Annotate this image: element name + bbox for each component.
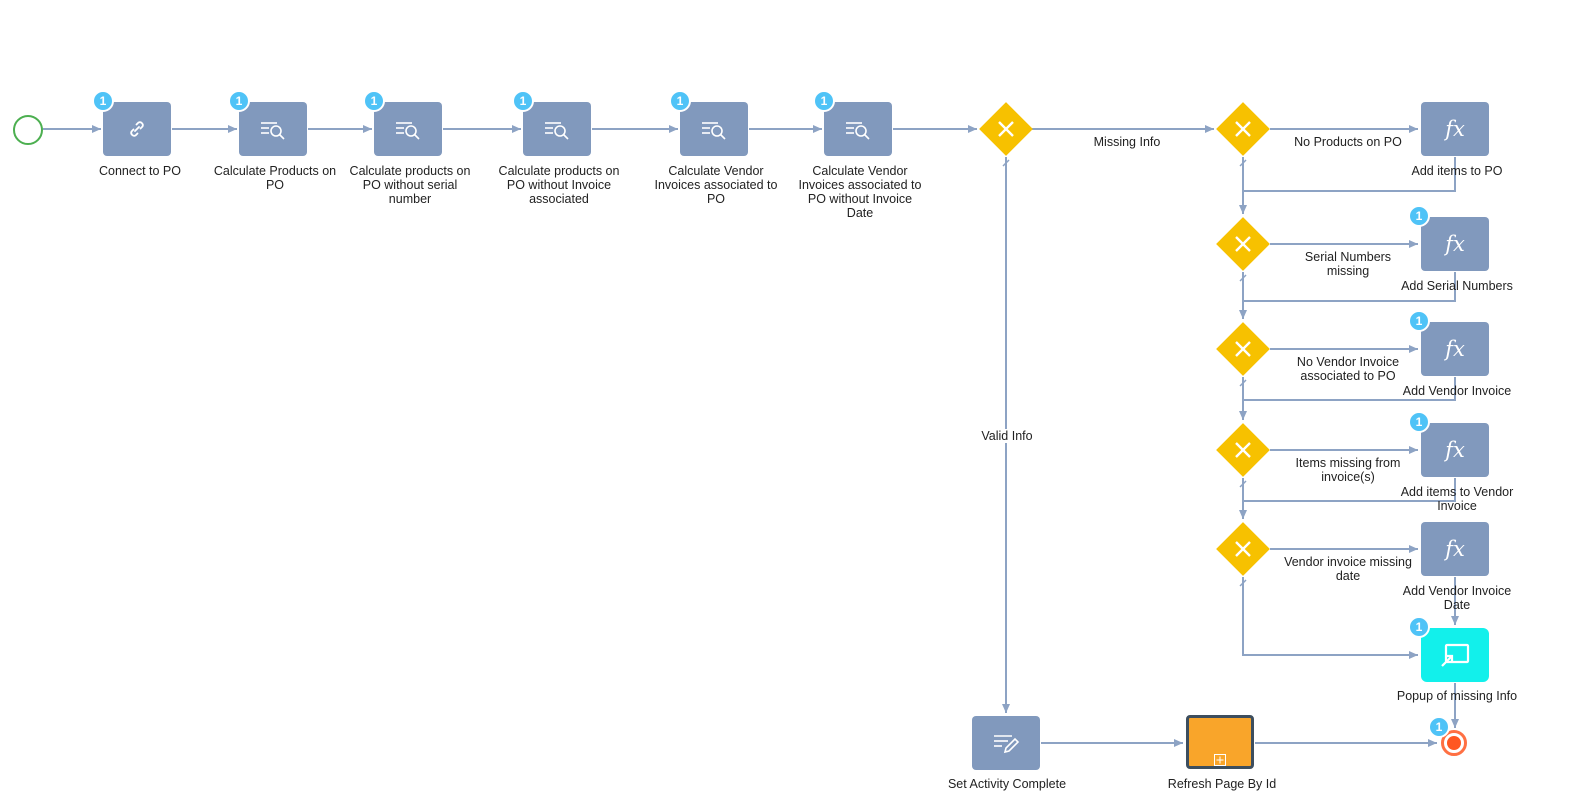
edit-list-icon [994,735,1020,754]
task-calc-vendor-invoices-no-date[interactable] [824,102,892,156]
label-popup-missing-info: Popup of missing Info [1396,689,1518,703]
filter-search-icon [846,122,870,140]
label-add-items-to-po: Add items to PO [1411,164,1503,178]
filter-search-icon [545,122,569,140]
flow-label-valid-info: Valid Info [975,429,1039,443]
flow-label-invoice-date: Vendor invoice missing date [1280,555,1416,583]
task-refresh-page-by-id[interactable] [1186,715,1254,769]
task-calc-vendor-invoices[interactable] [680,102,748,156]
label-calc-vendor-invoices: Calculate Vendor Invoices associated to … [654,164,778,206]
task-set-activity-complete[interactable] [972,716,1040,770]
filter-search-icon [702,122,726,140]
fx-icon: fx [1445,537,1465,561]
task-add-vendor-invoice[interactable]: fx [1421,322,1489,376]
end-event[interactable] [1441,730,1467,756]
badge-calc-vendor-invoices-no-date: 1 [813,90,835,112]
task-connect-to-po[interactable] [103,102,171,156]
popup-icon [1441,643,1470,667]
task-add-vendor-invoice-date[interactable]: fx [1421,522,1489,576]
task-add-items-to-vendor-invoice[interactable]: fx [1421,423,1489,477]
fx-icon: fx [1445,232,1465,256]
badge-calc-products-no-serial: 1 [363,90,385,112]
flow-label-missing-info: Missing Info [1086,135,1168,149]
label-connect-to-po: Connect to PO [99,164,181,178]
badge-add-vendor-invoice: 1 [1408,310,1430,332]
badge-calc-vendor-invoices: 1 [669,90,691,112]
label-calc-products-on-po: Calculate Products on PO [213,164,337,192]
label-add-items-to-vendor-invoice: Add items to Vendor Invoice [1400,485,1514,513]
label-add-vendor-invoice-date: Add Vendor Invoice Date [1402,584,1512,612]
badge-calc-products-no-invoice: 1 [512,90,534,112]
label-refresh-page-by-id: Refresh Page By Id [1167,777,1277,791]
flow-label-serial-numbers: Serial Numbers missing [1296,250,1400,278]
badge-connect-to-po: 1 [92,90,114,112]
badge-add-serial-numbers: 1 [1408,205,1430,227]
task-add-serial-numbers[interactable]: fx [1421,217,1489,271]
filter-search-icon [261,122,285,140]
badge-calc-products-on-po: 1 [228,90,250,112]
label-calc-products-no-invoice: Calculate products on PO without Invoice… [498,164,620,206]
end-event-dot [1447,736,1461,750]
start-event[interactable] [13,115,43,145]
task-calc-products-on-po[interactable] [239,102,307,156]
fx-icon: fx [1445,117,1465,141]
label-set-activity-complete: Set Activity Complete [947,777,1067,791]
badge-add-items-to-vendor-invoice: 1 [1408,411,1430,433]
label-calc-products-no-serial: Calculate products on PO without serial … [349,164,471,206]
badge-end-event: 1 [1428,716,1450,738]
flow-label-no-vendor-invoice: No Vendor Invoice associated to PO [1286,355,1410,383]
flow-label-items-missing: Items missing from invoice(s) [1286,456,1410,484]
label-add-vendor-invoice: Add Vendor Invoice [1402,384,1512,398]
task-popup-missing-info[interactable] [1421,628,1489,682]
flow-label-no-products: No Products on PO [1286,135,1410,149]
link-icon [130,121,144,137]
task-calc-products-no-serial[interactable] [374,102,442,156]
label-calc-vendor-invoices-no-date: Calculate Vendor Invoices associated to … [798,164,922,220]
task-add-items-to-po[interactable]: fx [1421,102,1489,156]
badge-popup-missing-info: 1 [1408,616,1430,638]
fx-icon: fx [1445,337,1465,361]
subprocess-expand-icon [1214,754,1226,766]
task-calc-products-no-invoice[interactable] [523,102,591,156]
fx-icon: fx [1445,438,1465,462]
label-add-serial-numbers: Add Serial Numbers [1401,279,1513,293]
filter-search-icon [396,122,420,140]
